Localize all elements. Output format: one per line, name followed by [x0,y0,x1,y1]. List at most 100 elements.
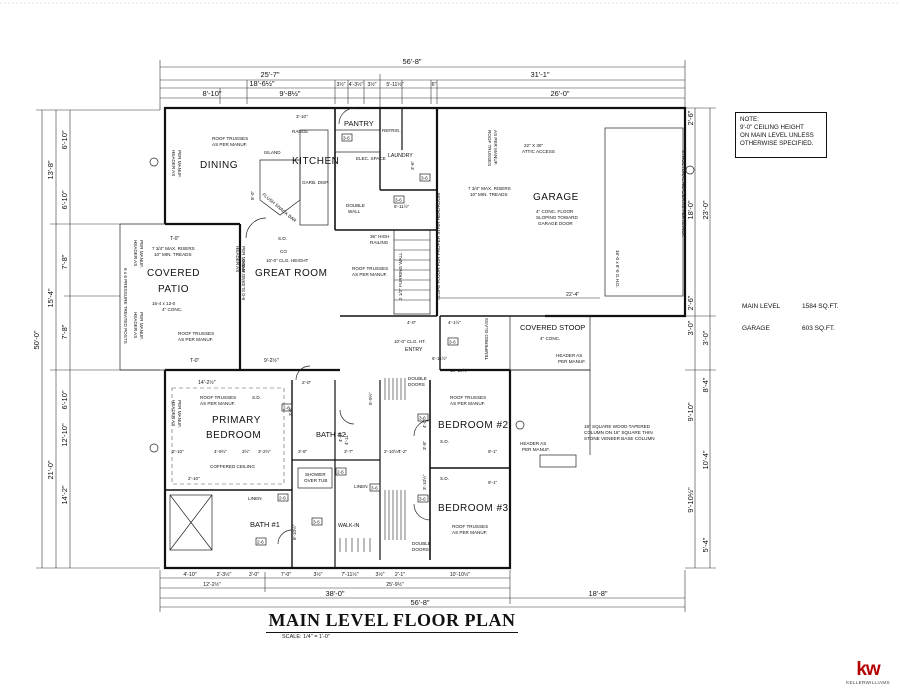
grid-markers [149,157,695,453]
note-structural: STRUCTURAL HEADER AS PER MANUF. [681,150,686,237]
dim-e1: 6'-11½" [432,355,448,361]
dim-k6: 4'-1½" [448,319,461,325]
note-attic-2: ATTIC ACCESS [522,149,555,154]
room-covered: COVERED [147,268,200,279]
dim-bot-14: 56'-8" [410,598,429,607]
room-linen-1: LINEN [248,496,262,501]
title-underline [266,632,518,633]
note-garage-floor-2: SLOPING TOWARD [536,215,578,220]
note-column-3: STONE VENEER BASE COLUMN [584,436,655,441]
dim-top-right: 31'-1" [530,70,549,79]
room-garage: GARAGE [533,192,579,203]
dim-k5: 4'-0" [407,320,417,325]
dim-bot-11: 25'-9½" [386,581,404,588]
dim-great-in: 9'-2½" [264,357,279,364]
door-tags: 3-6 3-6 3-6 2-6 2-6 3-6 3-6 2-6 3-6 2-6 … [255,133,459,546]
dim-bot-12: 38'-0" [325,589,344,598]
note-great-roof-2: AS PER MANUF. [352,272,387,277]
note-over-tub: OVER TUB [304,478,327,483]
dim-b3: 3½" [242,448,250,454]
dim-e2: 10'-10½" [450,367,468,373]
dim-left-11: 14'-2" [60,485,69,504]
note-dbl-doors-3: DOUBLE [412,541,431,546]
area-label-garage: GARAGE [742,325,770,332]
room-entry: ENTRY [405,347,423,353]
dim-bot-6: 7'-11½" [341,571,358,578]
door-tag-10: 2-6 [257,540,264,545]
note-bed3-roof-1: ROOF TRUSSES [452,524,488,529]
dim-bot-10: 12'-2½" [203,581,221,588]
dim-bot-4: 7'-0" [281,572,291,578]
room-dining: DINING [200,160,238,171]
note-great-roof-1: ROOF TRUSSES [352,266,388,271]
dim-right-3: 23'-0" [701,200,710,219]
note-island: ISLAND [264,150,281,155]
dim-right-1: 2'-6" [686,110,695,125]
note-entry-clg: 10'-0" CLG. HT. [394,339,426,344]
note-bed3-sd: S.D. [440,476,449,481]
dim-b1: 2'-10" [172,449,184,454]
dim-left-8: 6'-10" [60,390,69,409]
note-patio-conc: 4" CONC. [162,307,182,312]
ceiling-note-box: NOTE: 9'-0" CEILING HEIGHT ON MAIN LEVEL… [735,112,827,158]
dim-k4: 6'-11½" [394,203,410,209]
door-tag-8: 2-6 [279,496,286,501]
note-dbl-doors-1: DOUBLE [408,376,427,381]
note-dining-header-2: PER MANUF. [177,150,182,178]
note-garb: GARB. DISP. [302,180,329,185]
note-gas: ELEC. SPACE [356,156,386,161]
note-double-wall-2: WALL [348,209,361,214]
note-railing-2: RAILING [370,240,389,245]
note-roof-dining-2: AS PER MANUF. [212,142,247,147]
dim-m8: 4'-0" [338,432,343,442]
area-value-main: 1584 SQ.FT. [802,303,839,310]
dim-top-left: 25'-7" [260,70,279,79]
dim-left-2: 13'-8" [46,160,55,179]
door-tag-9: 3-6 [313,520,320,525]
note-stoop-conc: 4" CONC. [540,336,560,341]
note-line-4: OTHERWISE SPECIFIED. [740,140,814,147]
dim-b9: 9'-1" [488,480,498,485]
dim-d4: 3½" [367,81,376,88]
note-dbl-doors-2: DOORS [408,382,425,387]
note-great-header-1: HEADER AS [235,246,240,272]
note-column-header-2: PER MANUF. [522,447,550,452]
dim-overall-top: 56'-8" [402,57,421,66]
note-railing-1: 36" HIGH [370,234,390,239]
dim-left-7: 50'-0" [32,330,41,349]
dim-b7: 2'-10½" [384,448,400,454]
area-label-main: MAIN LEVEL [742,303,781,310]
dim-patio-w-2: T-0" [190,358,199,364]
dim-right-10: 9'-10½" [686,487,695,513]
dim-b6: 3'-7" [344,449,354,454]
note-ohd: 16'-0 x 8'-0 O.H.D. [615,250,620,288]
dim-k3: 3'-6" [410,160,415,170]
note-stoop-header-2: PER MANUF. [558,359,586,364]
right-dimensions: 2'-6" 18'-0" 23'-0" 2'-6" 3'-0" 3'-0" 8'… [685,107,716,569]
exterior-walls [119,106,687,570]
note-column-1: 16" SQUARE WOOD TAPERED [584,424,651,429]
note-risers-1: 7 3/4" MAX. RISERS [468,186,511,191]
covered-stoop [509,315,591,468]
dim-right-5: 3'-0" [686,320,695,335]
dim-left-4: 7'-8" [60,254,69,269]
dim-m5: 4'-0" [422,418,427,428]
dim-right-2: 18'-0" [686,200,695,219]
note-primary-roof-1: ROOF TRUSSES [200,395,236,400]
dim-m3: 6'-10½" [291,524,297,540]
area-row-main: MAIN LEVEL 1584 SQ.FT. [742,303,852,325]
room-bedroom2: BEDROOM #2 [438,420,509,431]
dim-b8: 9'-1" [488,449,498,454]
room-great-room: GREAT ROOM [255,268,327,279]
dim-d8: 9'-8½" [279,89,301,98]
dim-k1: 3'-10" [296,114,308,119]
dim-bot-13: 18'-8" [588,589,607,598]
dim-m9: 3'-8" [422,440,427,450]
room-primary-bedroom: BEDROOM [206,430,261,441]
door-tag-1: 3-6 [343,136,350,141]
dim-bot-2: 2'-3½" [217,571,232,578]
dim-m4: 3'-10½" [421,474,427,490]
note-range: RANGE [292,129,308,134]
dim-right-11: 5'-4" [701,537,710,552]
